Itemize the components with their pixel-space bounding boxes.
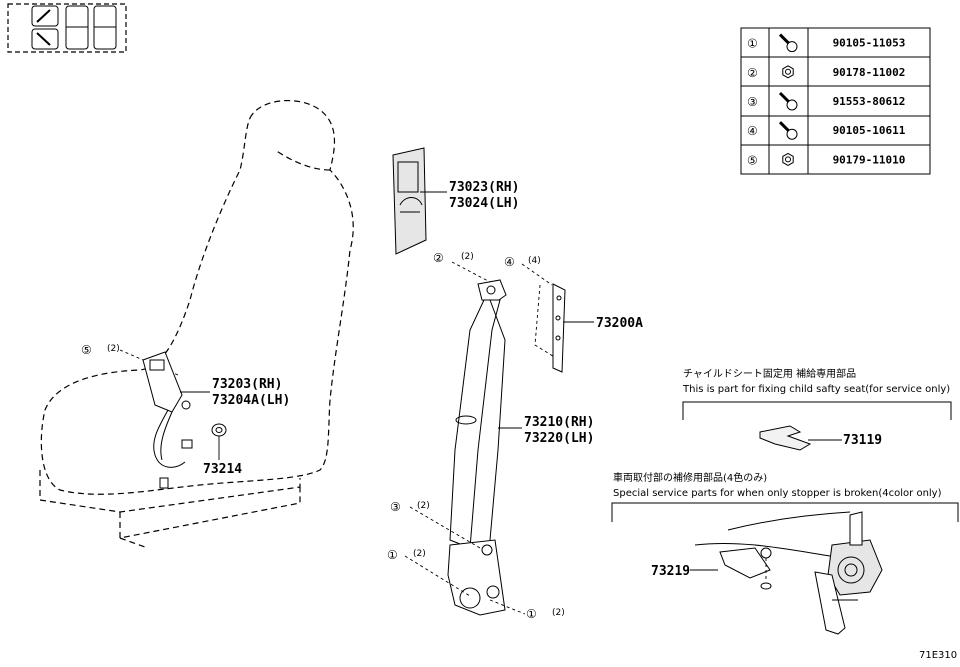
- fastener-ref-4: ④ (4): [504, 255, 541, 269]
- callout-73220: 73220(LH): [524, 431, 594, 446]
- parts-table-row: ① 90105-11053: [747, 33, 906, 53]
- buckle-assembly: 73203(RH) 73204A(LH) 73214: [119, 349, 290, 489]
- fastener-ref-2: ② (2): [433, 251, 474, 265]
- ref-5-qty: (2): [107, 344, 120, 354]
- child-seat-note-en: This is part for fixing child safty seat…: [682, 384, 950, 395]
- fastener-ref-5: ⑤ (2): [81, 343, 120, 357]
- nut-icon: [782, 65, 794, 79]
- callout-73200a: 73200A: [596, 316, 643, 331]
- ref-1a-number: ①: [387, 548, 398, 562]
- parts-table-part-number: 90105-11053: [833, 37, 906, 50]
- bolt-icon: [778, 33, 798, 53]
- parts-table-row: ③ 91553-80612: [747, 91, 906, 111]
- fastener-ref-3: ③ (2): [390, 500, 430, 514]
- bolt-icon: [778, 121, 798, 140]
- callout-73023: 73023(RH): [449, 180, 519, 195]
- callout-73219: 73219: [651, 564, 690, 579]
- ref-1b-number: ①: [526, 607, 537, 621]
- callout-73203: 73203(RH): [212, 377, 282, 392]
- nut-icon: [782, 152, 794, 166]
- callout-73214: 73214: [203, 462, 242, 477]
- seat-belt-assembly: 73210(RH) 73220(LH): [404, 261, 594, 616]
- parts-table-number: ②: [747, 66, 758, 80]
- parts-table-row: ② 90178-11002: [747, 65, 906, 80]
- parts-table-number: ③: [747, 95, 758, 109]
- anchor-plate: 73200A: [521, 263, 643, 373]
- seat-outline: [39, 99, 354, 548]
- stopper-note-en: Special service parts for when only stop…: [613, 488, 942, 499]
- parts-table-part-number: 91553-80612: [833, 95, 906, 108]
- fastener-ref-1b: ① (2): [526, 607, 565, 621]
- stopper-section: 車両取付部の補修用部品(4色のみ) Special service parts …: [611, 471, 959, 635]
- parts-table-part-number: 90178-11002: [833, 66, 906, 79]
- parts-table-part-number: 90105-10611: [833, 124, 906, 137]
- child-seat-section: チャイルドシート固定用 補給専用部品 This is part for fixi…: [682, 367, 952, 451]
- ref-2-qty: (2): [461, 252, 474, 262]
- ref-1a-qty: (2): [413, 549, 426, 559]
- retractor-cover: 73023(RH) 73024(LH): [392, 147, 519, 255]
- parts-table-number: ①: [747, 37, 758, 51]
- callout-73024: 73024(LH): [449, 196, 519, 211]
- ref-4-number: ④: [504, 255, 515, 269]
- ref-3-qty: (2): [417, 501, 430, 511]
- parts-table-number: ⑤: [747, 153, 758, 167]
- diagram-code: 71E310: [919, 650, 957, 661]
- child-seat-note-jp: チャイルドシート固定用 補給専用部品: [683, 367, 856, 380]
- parts-table-part-number: 90179-11010: [833, 153, 906, 166]
- fastener-ref-1a: ① (2): [387, 548, 426, 562]
- callout-73210: 73210(RH): [524, 415, 594, 430]
- ref-2-number: ②: [433, 251, 444, 265]
- ref-4-qty: (4): [528, 256, 541, 266]
- parts-table-row: ⑤ 90179-11010: [747, 152, 906, 167]
- parts-table-row: ④ 90105-10611: [747, 121, 906, 140]
- bolt-icon: [778, 91, 798, 111]
- callout-73119: 73119: [843, 433, 882, 448]
- seat-position-key: [7, 3, 127, 53]
- callout-73204a: 73204A(LH): [212, 393, 290, 408]
- ref-3-number: ③: [390, 500, 401, 514]
- ref-5-number: ⑤: [81, 343, 92, 357]
- parts-table: ① 90105-11053 ② 90178-11002 ③ 91553-80612 ④ 901…: [740, 27, 931, 175]
- parts-table-number: ④: [747, 124, 758, 138]
- stopper-note-jp: 車両取付部の補修用部品(4色のみ): [613, 471, 767, 484]
- ref-1b-qty: (2): [552, 608, 565, 618]
